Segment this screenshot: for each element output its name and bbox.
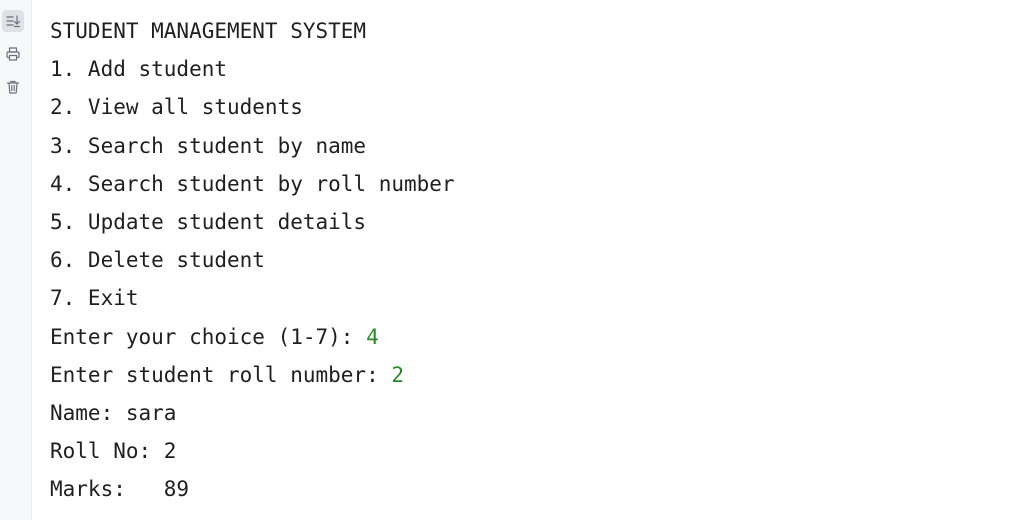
console-line-menu-1: 1. Add student — [50, 50, 1010, 88]
user-input-choice: 4 — [366, 324, 379, 349]
console-line-title: STUDENT MANAGEMENT SYSTEM — [50, 12, 1010, 50]
output-text: Name: sara — [50, 400, 177, 425]
print-button[interactable] — [2, 43, 24, 65]
console-line-menu-7: 7. Exit — [50, 279, 1010, 317]
console-line-roll-prompt: Enter student roll number: 2 — [50, 356, 1010, 394]
console-line-menu-6: 6. Delete student — [50, 241, 1010, 279]
output-text: 3. Search student by name — [50, 133, 367, 158]
console-line-menu-5: 5. Update student details — [50, 203, 1010, 241]
console-line-menu-3: 3. Search student by name — [50, 127, 1010, 165]
output-text: 7. Exit — [50, 286, 139, 311]
console-line-name: Name: sara — [50, 394, 1010, 432]
scroll-to-end-icon — [6, 15, 21, 28]
prompt-text: Enter student roll number: — [50, 362, 392, 387]
output-text: 4. Search student by roll number — [50, 171, 455, 196]
output-text: Roll No: 2 — [50, 439, 177, 464]
clear-all-button[interactable] — [2, 76, 24, 98]
console-line-menu-2: 2. View all students — [50, 88, 1010, 126]
user-input-roll-number: 2 — [391, 362, 405, 387]
console-line-menu-4: 4. Search student by roll number — [50, 165, 1010, 203]
console-line-marks: Marks: 89 — [50, 470, 1010, 508]
clear-all-icon — [6, 80, 20, 94]
output-text: Marks: 89 — [50, 477, 190, 502]
console-toolbar — [0, 0, 32, 520]
console-line-choice-prompt: Enter your choice (1-7): 4 — [50, 318, 1010, 356]
output-text: 6. Delete student — [50, 248, 265, 273]
output-text: STUDENT MANAGEMENT SYSTEM — [50, 19, 367, 43]
prompt-text: Enter your choice (1-7): — [50, 324, 367, 349]
console-line-roll-no: Roll No: 2 — [50, 432, 1010, 470]
output-text: 5. Update student details — [50, 209, 367, 234]
output-text: 1. Add student — [50, 57, 228, 82]
scroll-to-end-button[interactable] — [2, 10, 24, 32]
console-output[interactable]: STUDENT MANAGEMENT SYSTEM 1. Add student… — [50, 12, 1010, 512]
print-icon — [6, 47, 20, 61]
output-text: 2. View all students — [50, 95, 303, 120]
